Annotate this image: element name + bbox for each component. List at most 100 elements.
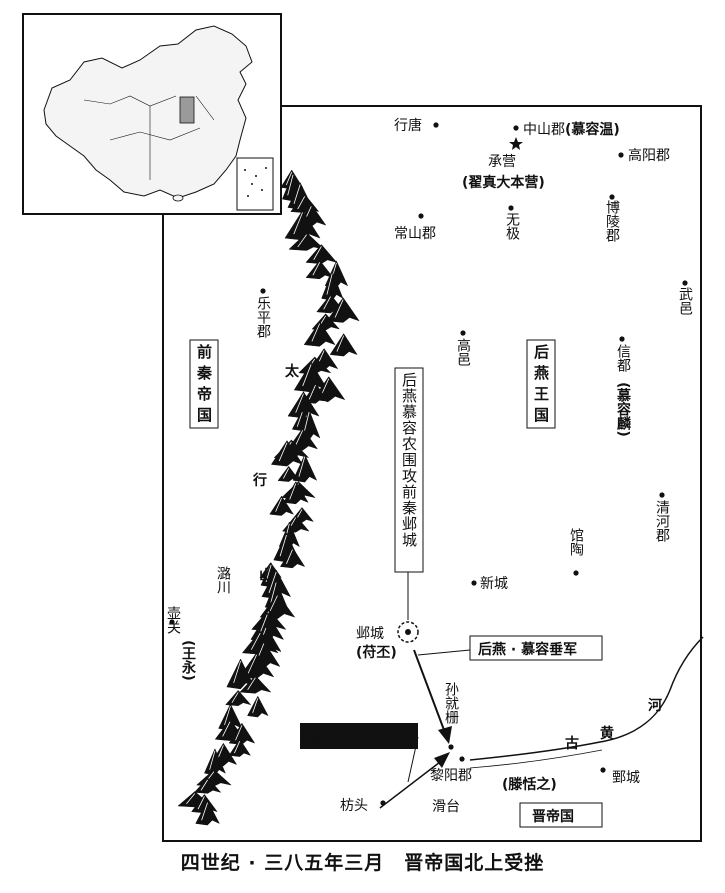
later-yan-army-arrow bbox=[413, 649, 471, 744]
sunjiuzha-dot bbox=[448, 744, 454, 750]
label-liyang-note: (滕恬之) bbox=[502, 776, 557, 793]
later-yan-box bbox=[526, 339, 556, 429]
label-fangtou: 枋头 bbox=[340, 798, 368, 814]
mountain-peak-highlight bbox=[293, 212, 303, 235]
mountain-peak-highlight bbox=[312, 262, 321, 276]
siege-callout: 后燕慕容农围攻前秦邺城 bbox=[400, 372, 418, 548]
label-wuyi: 武邑 bbox=[677, 287, 693, 315]
mountain-char-2: 行 bbox=[252, 472, 267, 489]
mountain-peak-highlight bbox=[298, 456, 306, 477]
place-dots bbox=[169, 122, 688, 806]
mountain-peak-highlight bbox=[295, 393, 304, 413]
xincheng-dot bbox=[471, 580, 477, 586]
river-char-2: 黄 bbox=[600, 725, 614, 742]
mountain-char-3: 山 bbox=[259, 568, 273, 584]
mountain-peak-highlight bbox=[268, 595, 278, 614]
label-juancheng: 鄄城 bbox=[612, 770, 640, 786]
mountain-peak-highlight bbox=[313, 246, 322, 261]
mountain-peak-highlight bbox=[283, 468, 290, 479]
mountain-char-1: 太 bbox=[285, 363, 300, 380]
mountain-peak-highlight bbox=[297, 196, 306, 210]
label-liyang: 黎阳郡 bbox=[430, 768, 472, 784]
state-later-yan: 后燕王国 bbox=[532, 344, 550, 428]
mountain-peak-highlight bbox=[270, 582, 277, 604]
liyang-dot bbox=[459, 756, 465, 762]
label-huguan-note: (王永) bbox=[180, 640, 196, 681]
label-huguan: 壶关 bbox=[165, 606, 181, 634]
changshan-dot bbox=[418, 213, 424, 219]
mountain-peak bbox=[303, 321, 336, 347]
map-caption: 四世纪 · 三八五年三月 晋帝国北上受挫 bbox=[180, 852, 545, 874]
wuyi-dot bbox=[682, 280, 688, 286]
label-yecheng: 邺城 bbox=[356, 626, 384, 642]
river-char-3: 河 bbox=[648, 697, 662, 714]
yan-army-label: 后燕 · 慕容垂军 bbox=[478, 641, 577, 658]
label-guantao: 馆陶 bbox=[568, 528, 584, 556]
zhongshan-dot bbox=[513, 125, 519, 131]
fangtou-dot bbox=[380, 800, 386, 806]
wuji-dot bbox=[508, 205, 514, 211]
jin-army-label: 晋 · 刘牢之军 bbox=[310, 729, 395, 746]
mountain-peak-highlight bbox=[197, 796, 205, 810]
label-leping: 乐平郡 bbox=[255, 296, 271, 338]
mountain-peak-highlight bbox=[233, 660, 241, 684]
mountain-peak-highlight bbox=[222, 721, 231, 737]
state-jin: 晋帝国 bbox=[532, 808, 574, 825]
svg-text:中山郡(慕容温): 中山郡(慕容温) bbox=[523, 121, 620, 138]
label-huatai: 滑台 bbox=[432, 798, 460, 815]
china-outline bbox=[43, 25, 253, 199]
mountain-peak-highlight bbox=[275, 497, 282, 512]
label-wuji: 无极 bbox=[504, 212, 520, 240]
state-former-qin: 前秦帝国 bbox=[195, 344, 213, 428]
mountain-peak-highlight bbox=[200, 779, 208, 791]
mountain-peak-highlight bbox=[201, 802, 208, 821]
mountain-peak-highlight bbox=[302, 364, 312, 387]
label-chengying: 承营 bbox=[488, 154, 516, 170]
label-sunjiuzha: 孙就栅 bbox=[443, 682, 459, 724]
label-zhongshan-note: (慕容温) bbox=[565, 121, 620, 138]
headquarters-star-icon bbox=[509, 137, 523, 150]
label-qinghe: 清河郡 bbox=[654, 500, 670, 542]
mountain-peak-highlight bbox=[265, 564, 272, 583]
inset-locator-map bbox=[22, 13, 282, 215]
mountain-peak-highlight bbox=[235, 725, 243, 741]
mountain-peak-highlight bbox=[308, 384, 316, 400]
label-xingtang: 行唐 bbox=[394, 117, 422, 134]
mountain-peak-highlight bbox=[323, 296, 331, 310]
mountain-peak-highlight bbox=[289, 483, 297, 500]
label-gaoyang: 高阳郡 bbox=[628, 147, 670, 164]
juancheng-dot bbox=[600, 767, 606, 773]
former-qin-box bbox=[189, 339, 219, 429]
label-changshan: 常山郡 bbox=[394, 226, 436, 242]
mountain-peak-highlight bbox=[209, 750, 216, 770]
jin-army-callout-box bbox=[300, 723, 418, 749]
mountain-peak-highlight bbox=[268, 571, 277, 593]
mountain-peak-highlight bbox=[250, 632, 261, 650]
label-xincheng: 新城 bbox=[480, 576, 508, 592]
mountain-peak-highlight bbox=[326, 273, 333, 295]
mountain-peak-highlight bbox=[303, 411, 310, 435]
mountain-peak-highlight bbox=[286, 549, 293, 564]
yan-army-callout-box bbox=[469, 635, 603, 661]
mountain-peak-highlight bbox=[247, 677, 256, 690]
boling-dot bbox=[609, 194, 615, 200]
mountain-peak-highlight bbox=[294, 430, 304, 447]
yecheng-siege-icon bbox=[397, 621, 419, 643]
siege-callout-box bbox=[394, 367, 424, 573]
mountain-peak-highlight bbox=[278, 442, 288, 462]
mountain-peak bbox=[326, 297, 360, 323]
mountain-peak bbox=[329, 333, 358, 357]
label-chengying-note: (翟真大本营) bbox=[462, 174, 545, 191]
mountain-peak bbox=[283, 481, 309, 505]
label-gaoyi: 高邑 bbox=[455, 338, 471, 366]
leping-dot bbox=[260, 288, 266, 294]
label-yecheng-note: (苻丕) bbox=[356, 644, 397, 661]
map-frame bbox=[162, 105, 702, 842]
xingtang-dot bbox=[433, 122, 439, 128]
jin-box bbox=[519, 802, 603, 828]
inset-highlight bbox=[179, 96, 195, 124]
label-xindu-note: (慕容麟) bbox=[615, 382, 631, 437]
mountain-peak-highlight bbox=[334, 299, 344, 318]
mountain-peak-highlight bbox=[311, 323, 320, 342]
mountain-peak-highlight bbox=[287, 174, 294, 196]
